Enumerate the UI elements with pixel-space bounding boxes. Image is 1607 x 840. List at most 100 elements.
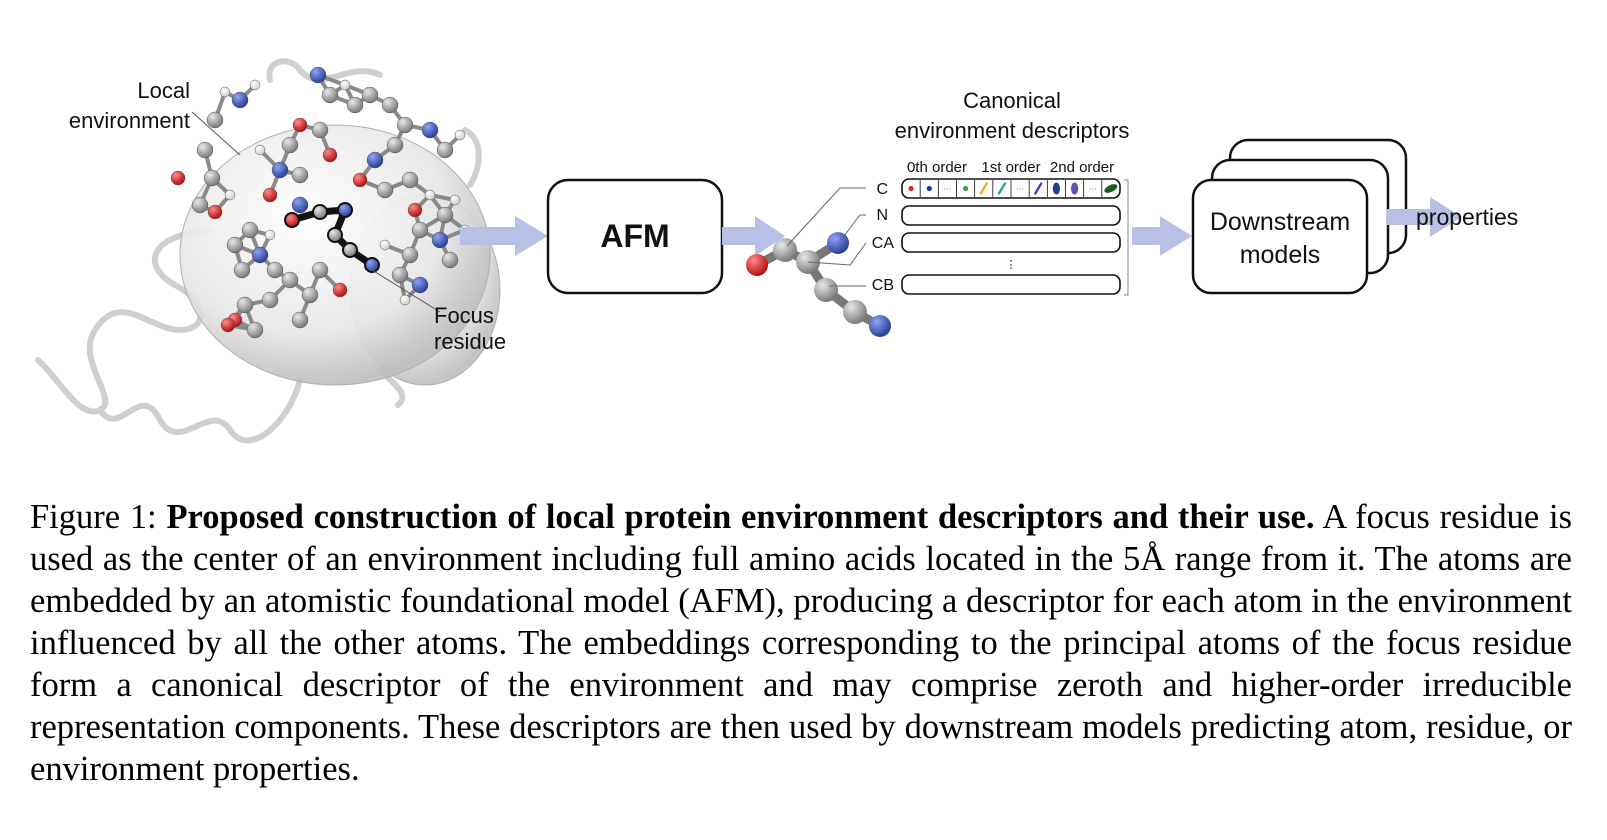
atom xyxy=(291,166,309,184)
downstream-label-2: models xyxy=(1240,241,1321,269)
descriptor-cell-arrow xyxy=(979,182,988,195)
atom xyxy=(231,91,249,109)
atom xyxy=(332,282,348,298)
atom xyxy=(407,202,423,218)
arrow-from-afm xyxy=(722,216,785,256)
atom xyxy=(411,221,429,239)
row-label-n: N xyxy=(876,207,888,224)
arrow-to-afm xyxy=(460,216,548,256)
local-env-leader xyxy=(191,111,241,156)
atom xyxy=(220,317,236,333)
local-env-label-2: environment xyxy=(69,108,190,133)
atom xyxy=(421,121,439,139)
atom xyxy=(241,221,259,239)
descriptor-leaders xyxy=(786,187,867,287)
descriptor-row-n xyxy=(901,205,1121,226)
atom xyxy=(291,311,309,329)
arrow-to-properties xyxy=(1387,197,1462,237)
rows-ellipsis: ⋮ xyxy=(1006,259,1017,271)
atom xyxy=(254,144,266,156)
atom xyxy=(251,246,269,264)
atom xyxy=(170,170,186,186)
model-box-front xyxy=(1191,178,1369,295)
atom xyxy=(311,121,329,139)
atom xyxy=(292,117,308,133)
descriptor-cell-arrow xyxy=(997,182,1007,195)
atom xyxy=(346,96,364,114)
molecule-atoms xyxy=(170,66,471,339)
row-label-ca: CA xyxy=(872,235,895,252)
afm-label: AFM xyxy=(600,218,669,254)
descriptor-row-cb xyxy=(901,274,1121,295)
focus-label-2: residue xyxy=(434,329,506,354)
atom xyxy=(203,169,221,187)
atom xyxy=(401,246,419,264)
atom xyxy=(224,189,236,201)
rows-bracket xyxy=(1124,179,1129,296)
focus-leader xyxy=(371,269,441,313)
descriptor-cell-text: ··· xyxy=(1089,185,1097,194)
atom xyxy=(191,196,209,214)
atom xyxy=(424,189,436,201)
atom xyxy=(246,321,264,339)
properties-label: properties xyxy=(1416,204,1518,230)
atom xyxy=(281,136,299,154)
atom xyxy=(441,251,459,269)
descriptor-cell-dot xyxy=(908,185,914,192)
figure-svg: Local environment Focus residue AFM Cano… xyxy=(35,58,1518,444)
atom xyxy=(206,111,224,129)
atom xyxy=(399,294,411,306)
atom xyxy=(436,206,454,224)
atom xyxy=(311,261,329,279)
atom xyxy=(233,261,251,279)
atom xyxy=(196,141,214,159)
caption-prefix: Figure 1: xyxy=(30,498,167,536)
atom xyxy=(226,236,244,254)
descriptor-cell-text: ··· xyxy=(1016,185,1024,194)
descriptor-cell-arrow xyxy=(1034,182,1043,195)
atom xyxy=(379,239,391,251)
descriptor-cell-dot xyxy=(926,185,932,192)
atom xyxy=(264,229,276,241)
atom xyxy=(454,129,466,141)
descriptor-cell-text: ··· xyxy=(943,185,951,194)
order-label-2: 2nd order xyxy=(1050,159,1114,176)
atom xyxy=(391,266,409,284)
atom xyxy=(281,271,299,289)
row-label-c: C xyxy=(876,181,888,198)
atom xyxy=(381,96,399,114)
atom xyxy=(271,161,289,179)
atom xyxy=(236,296,254,314)
atom xyxy=(411,276,429,294)
focus-residue-extracted xyxy=(752,240,885,331)
atom xyxy=(261,291,279,309)
local-env-label-1: Local xyxy=(137,78,190,103)
atom xyxy=(401,171,419,189)
order-label-1: 1st order xyxy=(981,159,1040,176)
focus-residue-atoms xyxy=(284,202,380,273)
atom xyxy=(207,204,223,220)
descriptor-cell-ellipse xyxy=(1070,182,1079,195)
descriptors-title-1: Canonical xyxy=(963,88,1061,113)
focus-label-1: Focus xyxy=(434,303,494,328)
atom xyxy=(436,141,454,159)
atom xyxy=(266,261,284,279)
atom xyxy=(449,194,461,206)
descriptor-cell-dot xyxy=(962,185,969,192)
descriptor-cells: ··· ··· ··· xyxy=(908,180,1118,197)
atom xyxy=(339,79,351,91)
atom xyxy=(322,147,338,163)
figure-caption: Figure 1: Proposed construction of local… xyxy=(30,496,1572,790)
atom xyxy=(219,86,231,98)
caption-bold: Proposed construction of local protein e… xyxy=(166,498,1315,536)
row-label-cb: CB xyxy=(872,277,894,294)
descriptor-cell-ellipse xyxy=(1052,182,1061,195)
descriptor-row-ca xyxy=(901,232,1121,253)
atom xyxy=(361,86,379,104)
atom xyxy=(376,181,394,199)
atom xyxy=(396,116,414,134)
atom xyxy=(386,136,404,154)
atom xyxy=(301,286,319,304)
atom xyxy=(352,172,368,188)
figure-diagram: Local environment Focus residue AFM Cano… xyxy=(35,58,1518,444)
